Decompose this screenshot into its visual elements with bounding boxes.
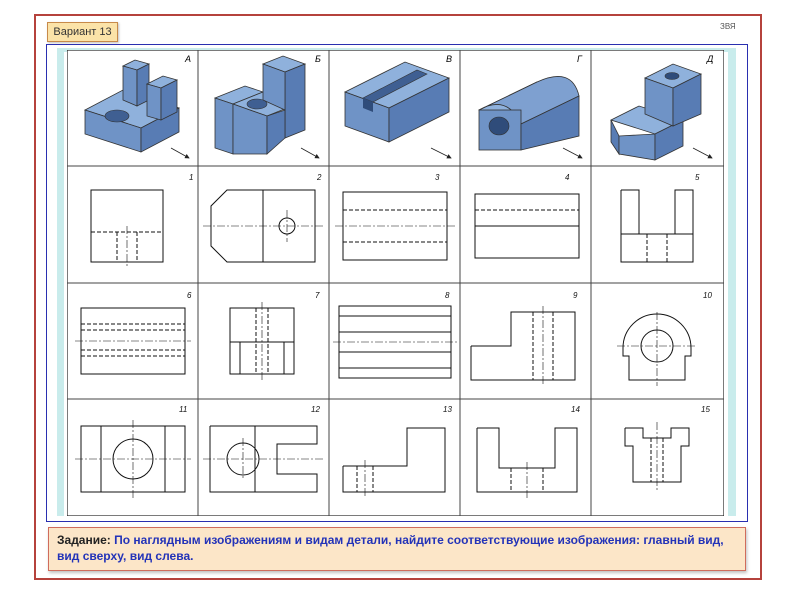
view-3: 3 <box>335 173 455 261</box>
view-1: 1 <box>90 173 193 268</box>
view-2: 2 <box>203 173 323 263</box>
view-13: 13 <box>342 405 452 498</box>
task-box: Задание: По наглядным изображениям и вид… <box>48 527 746 571</box>
view-6: 6 <box>75 291 192 375</box>
pictorial-letter: Г <box>577 54 583 64</box>
pictorial-a: А <box>83 54 191 159</box>
pictorial-g: Г <box>478 54 583 159</box>
view-number: 8 <box>445 291 450 300</box>
corner-tag: ЗВЯ <box>720 22 736 31</box>
variant-badge: Вариант 13 <box>47 22 118 42</box>
view-number: 9 <box>573 291 578 300</box>
view-number: 5 <box>695 173 700 182</box>
view-9: 9 <box>470 291 578 386</box>
view-4: 4 <box>474 173 580 259</box>
view-5: 5 <box>620 173 700 263</box>
view-number: 2 <box>316 173 322 182</box>
view-number: 6 <box>187 291 192 300</box>
view-10: 10 <box>617 291 712 386</box>
view-7: 7 <box>229 291 320 380</box>
view-11: 11 <box>75 405 191 498</box>
view-number: 1 <box>189 173 193 182</box>
view-number: 7 <box>315 291 320 300</box>
pictorial-letter: А <box>184 54 191 64</box>
pictorial-letter: Б <box>315 54 321 64</box>
teal-band-right <box>728 52 736 516</box>
view-number: 3 <box>435 173 440 182</box>
pictorial-letter: Д <box>706 54 714 64</box>
view-number: 14 <box>571 405 580 414</box>
view-12: 12 <box>203 405 323 493</box>
task-label: Задание: <box>57 533 111 547</box>
view-number: 15 <box>701 405 710 414</box>
view-number: 12 <box>311 405 320 414</box>
pictorial-d: Д <box>609 54 714 161</box>
view-15: 15 <box>624 405 710 490</box>
view-14: 14 <box>476 405 580 498</box>
inner-frame <box>46 44 748 522</box>
task-text: По наглядным изображениям и видам детали… <box>57 533 724 563</box>
view-number: 10 <box>703 291 712 300</box>
view-number: 13 <box>443 405 452 414</box>
pictorial-b: Б <box>213 54 321 159</box>
view-8: 8 <box>333 291 457 379</box>
pictorial-letter: В <box>446 54 452 64</box>
view-number: 11 <box>179 405 187 414</box>
teal-band-left <box>57 52 64 516</box>
drawing-grid: А Б В Г <box>67 50 724 516</box>
pictorial-v: В <box>343 54 452 159</box>
view-number: 4 <box>565 173 570 182</box>
